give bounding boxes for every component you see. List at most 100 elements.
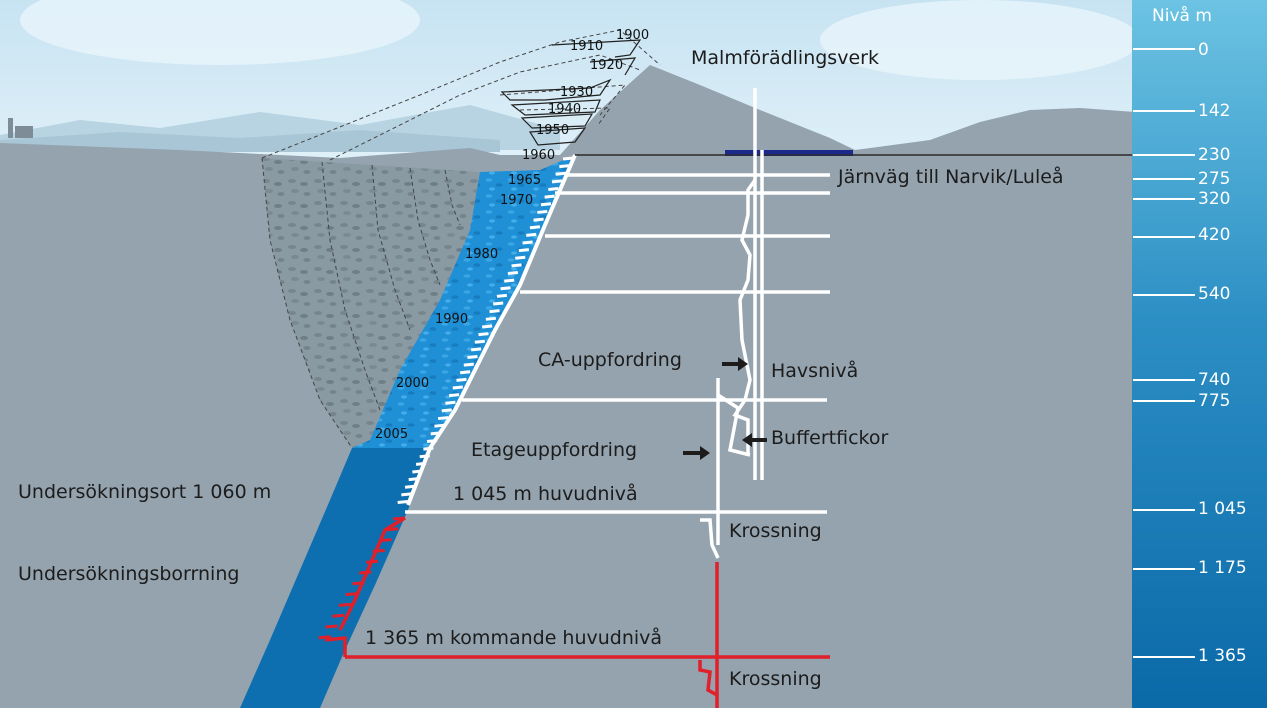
drill-stub [392,516,406,521]
footwall-ramp [397,156,574,505]
year-1965: 1965 [508,173,542,188]
year-1910: 1910 [570,39,604,54]
label-main-level: 1 045 m huvudnivå [453,483,638,505]
ramp-step [559,164,570,169]
ramp-step [544,194,555,199]
drill-stub [338,602,352,607]
ramp-step [551,179,563,184]
ramp-step [518,248,530,253]
ramp-step [548,187,559,192]
ramp-step [500,286,511,291]
level-0: 0 [1198,40,1209,60]
ramp-step [448,393,460,398]
drill-stub [379,538,392,543]
ramp-step [511,263,522,268]
year-1930: 1930 [560,85,594,100]
level-275: 275 [1198,169,1231,189]
drill-stub [345,592,358,597]
arrow-right-icon [722,357,748,371]
ramp-step [397,500,408,505]
ore-body [352,155,575,448]
drill-stub [332,613,345,618]
scale-title: Nivå m [1152,6,1212,26]
level-1175: 1 175 [1198,558,1247,578]
ramp-step [496,293,508,298]
level-320: 320 [1198,189,1231,209]
label-crushing-lower: Krossning [729,668,822,690]
level-142: 142 [1198,101,1231,121]
label-crushing-upper: Krossning [729,520,822,542]
ramp-step [533,217,544,222]
ramp-step [474,339,485,344]
drill-stub [365,559,379,564]
label-sea-level: Havsnivå [771,360,859,382]
ramp-step [471,347,482,352]
arrow-left-icon [742,433,767,447]
level-230: 230 [1198,145,1231,165]
year-2005: 2005 [375,427,409,442]
ramp-step [463,362,474,367]
ramp-step [555,171,566,176]
caved-rock-zone [262,158,480,448]
level-540: 540 [1198,284,1231,304]
label-future-main-level: 1 365 m kommande huvudnivå [365,627,663,649]
year-1980: 1980 [465,247,499,262]
railway-surface [725,150,853,156]
ramp-step [515,255,526,260]
level-1045: 1 045 [1198,499,1247,519]
ramp-step [537,209,548,214]
label-ca-hoist: CA-uppfordring [538,349,682,371]
ramp-step [456,377,467,382]
ramp-step [507,271,519,276]
ramp-step [459,370,471,375]
ramp-step [485,316,496,321]
drill-stub [325,624,338,629]
year-1960: 1960 [522,148,556,163]
drill-stub [386,527,399,532]
ramp-step [482,324,493,329]
ramp-step [401,492,412,497]
ramp-step [529,225,541,230]
future-infrastructure [324,516,830,708]
ramp-step [445,400,456,405]
year-2000: 2000 [396,376,430,391]
label-exploration-drift: Undersökningsort 1 060 m [18,481,272,503]
ramp-step [562,156,574,161]
year-1950: 1950 [536,123,570,138]
arrows [683,357,767,460]
year-1970: 1970 [500,193,534,208]
ramp-step [493,301,504,306]
level-scale [1132,0,1267,708]
label-stage-hoist: Etageuppfordring [471,439,638,461]
ramp-step [441,408,452,413]
level-775: 775 [1198,391,1231,411]
year-1900: 1900 [616,28,650,43]
arrow-right-icon [683,446,710,460]
label-buffer: Buffertfickor [771,427,889,449]
ramp-step [467,354,478,359]
drill-stub [318,635,331,640]
ramp-step [489,309,500,314]
year-1990: 1990 [435,312,469,327]
label-exploration-drilling: Undersökningsborrning [18,563,240,585]
drill-stub [352,581,365,586]
ramp-step [526,232,537,237]
ramp-step [452,385,463,390]
year-1920: 1920 [590,58,624,73]
ramp-step [437,416,449,421]
year-1940: 1940 [548,102,582,117]
drill-stub [359,570,372,575]
ramp-step [540,202,552,207]
drill-stub [372,548,385,553]
ore-body-deep [240,448,430,708]
level-420: 420 [1198,225,1231,245]
drifts [405,88,830,559]
exploration-drillholes [318,516,406,640]
ramp-step [504,278,515,283]
label-plant: Malmförädlingsverk [691,47,879,69]
label-railway: Järnväg till Narvik/Luleå [838,166,1064,188]
level-1365: 1 365 [1198,646,1247,666]
ramp-step [478,332,489,337]
